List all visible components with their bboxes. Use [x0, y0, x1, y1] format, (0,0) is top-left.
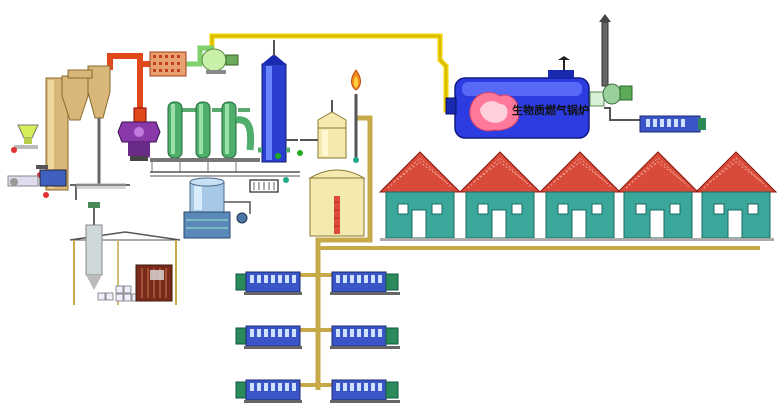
boiler-label: 生物质燃气锅炉	[512, 103, 589, 117]
biomass-storage-shed	[69, 202, 181, 305]
house-4	[616, 151, 700, 241]
green-gas-pipe	[186, 45, 214, 67]
boiler-chimney	[589, 14, 640, 121]
feed-valve	[11, 147, 17, 153]
tan-gas-pipe-main	[315, 115, 373, 390]
purification-tower	[258, 40, 303, 163]
genset-1	[235, 271, 302, 295]
houses-group	[378, 151, 778, 241]
gas-buffer-vessel	[300, 100, 347, 159]
biomass-gas-boiler: 生物质燃气锅炉	[445, 56, 590, 139]
flare-stack	[351, 69, 361, 163]
genset-5	[235, 379, 302, 403]
genset-6	[330, 379, 400, 403]
house-2	[458, 151, 542, 241]
genset-4	[330, 325, 400, 349]
cyclone-separator-2	[87, 65, 111, 119]
tar-settling-tank	[183, 177, 251, 239]
condensate-tray	[249, 177, 289, 193]
genset-3	[235, 325, 302, 349]
house-3	[538, 151, 622, 241]
gas-scrubber-vessels	[150, 101, 300, 177]
gas-holder-tank	[308, 169, 366, 237]
boiler-feed-pump-unit	[639, 115, 706, 133]
house-1	[378, 151, 462, 241]
generator-sets-group	[235, 271, 400, 403]
yellow-gas-pipe-top	[209, 33, 455, 113]
heat-exchanger	[149, 51, 187, 77]
genset-2	[330, 271, 400, 295]
house-5	[694, 151, 778, 241]
storage-silo	[85, 224, 103, 276]
dryer-burner-box	[39, 169, 67, 187]
gasifier-unit	[117, 107, 161, 161]
induced-draft-fan	[201, 48, 239, 74]
feed-hopper	[17, 124, 39, 139]
feed-dryer-section	[7, 65, 130, 200]
